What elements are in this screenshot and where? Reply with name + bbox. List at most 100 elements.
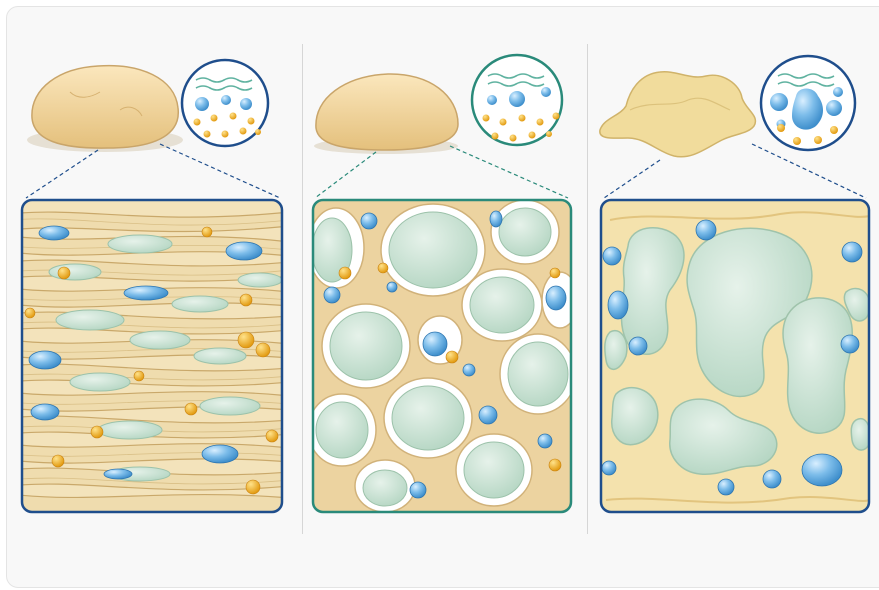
fat-particle (777, 124, 785, 132)
connector-line (604, 160, 660, 198)
panel-1 (10, 60, 290, 515)
cell-network-view (308, 200, 578, 512)
gas-cell (172, 296, 228, 312)
water-droplet (509, 91, 525, 107)
gas-cell (392, 386, 464, 450)
fat-particle (240, 294, 252, 306)
gas-cell (194, 348, 246, 364)
water-droplet (629, 337, 647, 355)
fat-particle (240, 128, 247, 135)
fat-particle (52, 455, 64, 467)
fat-particle (519, 115, 526, 122)
fat-particle (446, 351, 458, 363)
water-droplet (826, 100, 842, 116)
gluten-strands-view (10, 200, 290, 515)
fat-particle (246, 480, 260, 494)
dough-ball (316, 74, 458, 150)
water-droplet (770, 93, 788, 111)
fat-particle (58, 267, 70, 279)
gas-cell (130, 331, 190, 349)
melted-dough (600, 72, 756, 157)
water-droplet (487, 95, 497, 105)
water-droplet (423, 332, 447, 356)
fat-particle (238, 332, 254, 348)
connector-line (26, 150, 98, 198)
fat-particle (510, 135, 517, 142)
connector-line (752, 144, 866, 198)
water-droplet (324, 287, 340, 303)
fat-particle (537, 119, 544, 126)
gas-cell (56, 310, 124, 330)
fat-particle (529, 132, 536, 139)
gas-cell (108, 235, 172, 253)
water-droplet (546, 286, 566, 310)
fat-particle (339, 267, 351, 279)
fat-particle (546, 131, 552, 137)
water-droplet (463, 364, 475, 376)
fat-particle (185, 403, 197, 415)
water-droplet (202, 445, 238, 463)
water-droplet (602, 461, 616, 475)
water-droplet (361, 213, 377, 229)
gas-cell (316, 402, 368, 458)
fat-particle (222, 131, 229, 138)
water-droplet (29, 351, 61, 369)
gas-cell (464, 442, 524, 498)
connector-line (450, 146, 568, 198)
gas-cell (49, 264, 101, 280)
gas-cell (470, 277, 534, 333)
water-droplet (763, 470, 781, 488)
fat-particle (266, 430, 278, 442)
water-droplet (31, 404, 59, 420)
water-droplet (603, 247, 621, 265)
gas-cavity (783, 298, 852, 433)
water-droplet (538, 434, 552, 448)
inset-circle (182, 60, 268, 146)
connector-line (315, 152, 376, 198)
water-droplet (802, 454, 842, 486)
cavities-view (601, 200, 870, 512)
water-droplet (410, 482, 426, 498)
fat-particle (814, 136, 822, 144)
panel-3 (600, 56, 871, 512)
inset-circle (472, 55, 562, 145)
water-droplet (195, 97, 209, 111)
fat-particle (211, 115, 218, 122)
fat-particle (793, 137, 801, 145)
fat-particle (204, 131, 211, 138)
water-droplet (696, 220, 716, 240)
gas-cell (200, 397, 260, 415)
dough-ball (32, 66, 178, 148)
fat-particle (91, 426, 103, 438)
fat-particle (378, 263, 388, 273)
gas-cell (330, 312, 402, 380)
water-droplet (240, 98, 252, 110)
water-droplet (104, 469, 132, 479)
fat-particle (483, 115, 490, 122)
water-droplet (221, 95, 231, 105)
water-droplet (387, 282, 397, 292)
water-droplet (841, 335, 859, 353)
gas-cell (363, 470, 407, 506)
fat-particle (134, 371, 144, 381)
fat-particle (202, 227, 212, 237)
water-droplet (39, 226, 69, 240)
gas-cavity (851, 419, 870, 450)
water-droplet (479, 406, 497, 424)
water-droplet (718, 479, 734, 495)
water-droplet (490, 211, 502, 227)
water-droplet (833, 87, 843, 97)
water-droplet (842, 242, 862, 262)
gas-cell (508, 342, 568, 406)
water-droplet (226, 242, 262, 260)
water-droplet (608, 291, 628, 319)
gas-cell (499, 208, 551, 256)
fat-particle (549, 459, 561, 471)
gas-cell (98, 421, 162, 439)
fat-particle (25, 308, 35, 318)
water-droplet (124, 286, 168, 300)
water-droplet (541, 87, 551, 97)
fat-particle (553, 113, 560, 120)
fat-particle (194, 119, 201, 126)
